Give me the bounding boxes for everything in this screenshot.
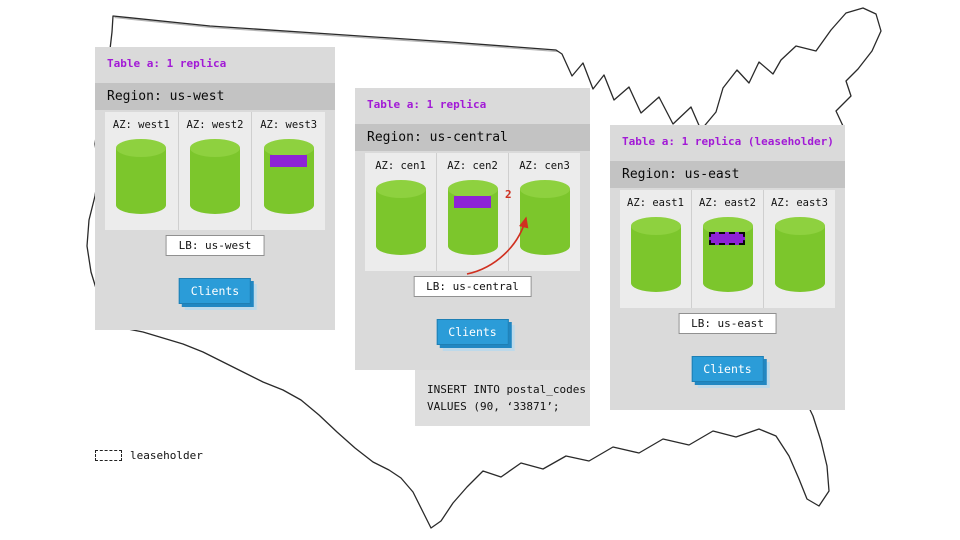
database-cylinder — [773, 216, 827, 292]
leaseholder-replica-marker — [708, 232, 745, 245]
database-cylinder — [446, 179, 500, 255]
az-label: AZ: east3 — [771, 197, 828, 209]
table-replica-title: Table a: 1 replica (leaseholder) — [622, 135, 834, 148]
database-cylinder — [114, 138, 168, 214]
replica-marker — [269, 155, 307, 167]
region-header: Region: us-east — [610, 161, 845, 188]
cylinder-icon — [447, 180, 498, 255]
replica-marker — [453, 196, 491, 208]
az-row: AZ: west1 AZ: west2 — [105, 112, 325, 230]
az-cell: AZ: west3 — [252, 112, 325, 230]
region-header: Region: us-central — [355, 124, 590, 151]
az-cell: AZ: east2 — [692, 190, 764, 308]
cylinder-icon — [630, 217, 681, 292]
az-cell: AZ: cen2 — [437, 153, 509, 271]
database-cylinder — [701, 216, 755, 292]
az-cell: AZ: west1 — [105, 112, 179, 230]
region-panel-us-west: Table a: 1 replica Region: us-west AZ: w… — [95, 47, 335, 330]
az-row: AZ: cen1 AZ: cen2 — [365, 153, 580, 271]
table-replica-title: Table a: 1 replica — [107, 57, 227, 70]
load-balancer: LB: us-west — [165, 235, 265, 256]
cylinder-icon — [190, 139, 240, 214]
az-row: AZ: east1 AZ: east2 — [620, 190, 835, 308]
database-cylinder — [518, 179, 572, 255]
az-label: AZ: cen2 — [447, 160, 498, 172]
cylinder-icon — [774, 217, 825, 292]
az-label: AZ: east2 — [699, 197, 756, 209]
az-label: AZ: west3 — [260, 119, 318, 131]
legend: leaseholder — [95, 449, 203, 462]
load-balancer: LB: us-central — [413, 276, 532, 297]
az-label: AZ: cen3 — [519, 160, 570, 172]
leaseholder-swatch-icon — [95, 450, 122, 461]
database-cylinder — [629, 216, 683, 292]
az-cell: AZ: west2 — [179, 112, 253, 230]
clients-button: Clients — [691, 356, 764, 382]
cylinder-icon — [519, 180, 570, 255]
az-label: AZ: west1 — [112, 119, 170, 131]
region-panel-us-east: Table a: 1 replica (leaseholder) Region:… — [610, 125, 845, 410]
az-cell: AZ: east3 — [764, 190, 835, 308]
region-panel-us-central: Table a: 1 replica Region: us-central AZ… — [355, 88, 590, 370]
az-label: AZ: east1 — [627, 197, 684, 209]
az-cell: AZ: east1 — [620, 190, 692, 308]
az-cell: AZ: cen3 — [509, 153, 580, 271]
az-cell: AZ: cen1 — [365, 153, 437, 271]
table-replica-title: Table a: 1 replica — [367, 98, 487, 111]
cylinder-icon — [263, 139, 314, 214]
sql-statement: INSERT INTO postal_codes VALUES (90, ‘33… — [415, 370, 590, 426]
region-header: Region: us-west — [95, 83, 335, 110]
load-balancer: LB: us-east — [678, 313, 777, 334]
cylinder-icon — [116, 139, 167, 214]
cylinder-icon — [375, 180, 426, 255]
clients-button: Clients — [178, 278, 252, 304]
database-cylinder — [262, 138, 316, 214]
cylinder-icon — [702, 217, 753, 292]
sql-line: INSERT INTO postal_codes — [427, 383, 586, 396]
az-label: AZ: west2 — [186, 119, 244, 131]
database-cylinder — [374, 179, 428, 255]
database-cylinder — [188, 138, 242, 214]
sql-line: VALUES (90, ‘33871’; — [427, 400, 560, 414]
az-label: AZ: cen1 — [375, 160, 426, 172]
legend-label: leaseholder — [130, 449, 203, 462]
step-number: 2 — [505, 188, 512, 201]
clients-button: Clients — [436, 319, 509, 345]
